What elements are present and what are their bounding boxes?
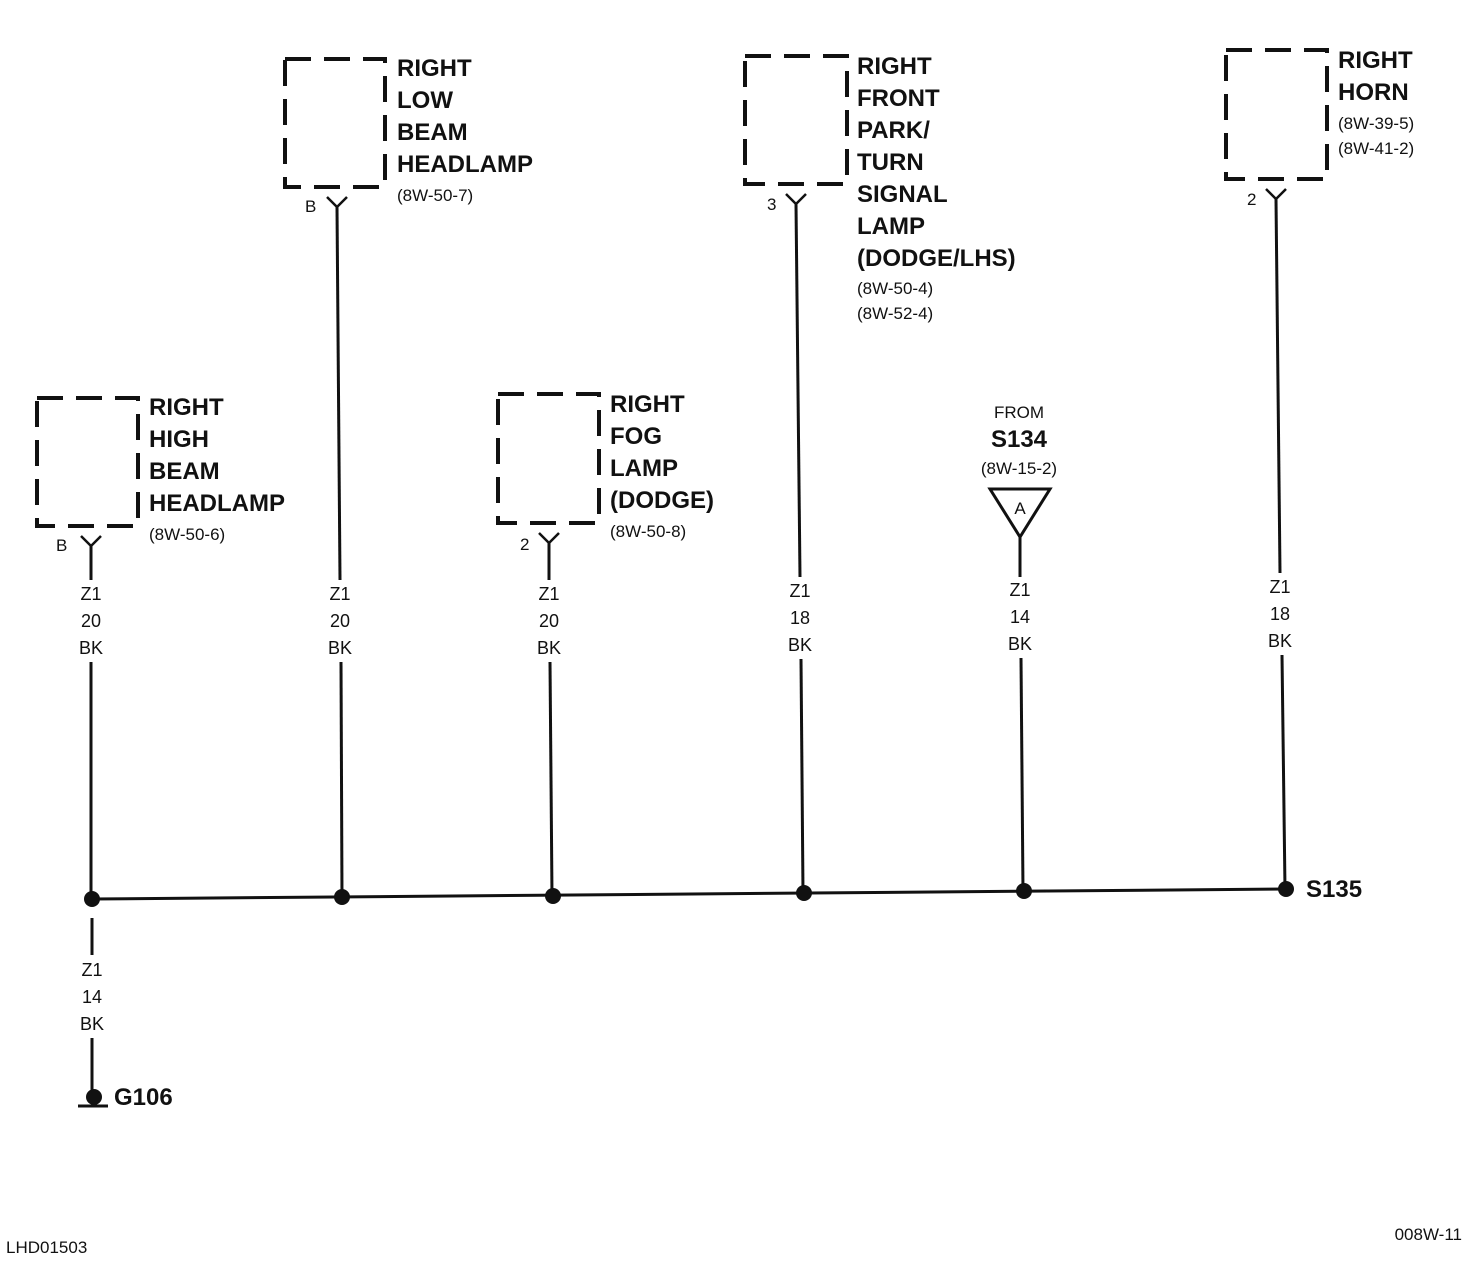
wire-horn-lower — [1280, 654, 1287, 890]
wire-color-label: BK — [328, 638, 352, 658]
splice-node — [334, 889, 350, 905]
component-name-line: (DODGE/LHS) — [857, 245, 1016, 272]
footer-right-code: 008W-11 — [1395, 1225, 1462, 1244]
component-name-line: RIGHT — [397, 55, 472, 82]
wire-circuit-label: Z1 — [81, 960, 102, 980]
wire-s134-lower — [1019, 657, 1025, 892]
pin-label: 2 — [1247, 190, 1256, 209]
page-reference: (8W-50-7) — [397, 186, 473, 205]
footer-left-code: LHD01503 — [6, 1238, 87, 1257]
component-right-horn: RIGHT HORN (8W-39-5) (8W-41-2) — [1224, 47, 1414, 181]
component-name-line: RIGHT — [149, 394, 224, 421]
wire-horn-upper — [1274, 198, 1282, 574]
from-label: FROM — [994, 403, 1044, 422]
wire-color-label: BK — [1268, 631, 1292, 651]
component-name-line: HORN — [1338, 79, 1409, 106]
wire-color-label: BK — [788, 635, 812, 655]
wire-low-beam-lower — [339, 661, 344, 898]
wire-circuit-label: Z1 — [789, 581, 810, 601]
component-name-line: (DODGE) — [610, 487, 714, 514]
component-name-line: HEADLAMP — [397, 151, 533, 178]
splice-node — [545, 888, 561, 904]
component-name-line: HIGH — [149, 426, 209, 453]
pin-label: 3 — [767, 195, 776, 214]
s135-splice-label: S135 — [1306, 876, 1362, 903]
page-reference: (8W-50-6) — [149, 525, 225, 544]
wire-gauge-label: 14 — [1010, 607, 1030, 627]
wire-low-beam-upper — [335, 206, 342, 581]
component-name-line: PARK/ — [857, 117, 930, 144]
component-name-line: BEAM — [149, 458, 220, 485]
splice-node — [1278, 881, 1294, 897]
g106-ground-label: G106 — [114, 1084, 173, 1111]
wire-gauge-label: 20 — [539, 611, 559, 631]
connector-cavity-label: A — [1014, 499, 1026, 518]
wire-gauge-label: 18 — [790, 608, 810, 628]
component-name-line: RIGHT — [610, 391, 685, 418]
component-name-line: TURN — [857, 149, 924, 176]
component-box — [283, 57, 387, 189]
ground-bus-wire — [91, 887, 1287, 901]
pin-label: B — [305, 197, 316, 216]
wire-park-turn-upper — [794, 203, 802, 578]
component-right-fog-lamp: RIGHT FOG LAMP (DODGE) (8W-50-8) — [496, 391, 714, 541]
component-name-line: RIGHT — [857, 53, 932, 80]
component-box — [35, 396, 140, 528]
s134-splice-label: S134 — [991, 426, 1048, 453]
wire-park-turn-lower — [799, 658, 805, 894]
component-name-line: FRONT — [857, 85, 940, 112]
splice-node — [84, 891, 100, 907]
page-reference: (8W-52-4) — [857, 304, 933, 323]
page-reference: (8W-50-8) — [610, 522, 686, 541]
wire-fog-lower — [548, 661, 554, 897]
component-name-line: LAMP — [857, 213, 925, 240]
connector-pin-symbol — [80, 535, 102, 548]
inline-connector-triangle — [987, 487, 1053, 540]
wire-circuit-label: Z1 — [1269, 577, 1290, 597]
page-reference: (8W-50-4) — [857, 279, 933, 298]
pin-label: 2 — [520, 535, 529, 554]
component-name-line: SIGNAL — [857, 181, 948, 208]
wire-color-label: BK — [79, 638, 103, 658]
component-name-line: LAMP — [610, 455, 678, 482]
page-reference: (8W-15-2) — [981, 459, 1057, 478]
connector-pin-symbol — [326, 196, 348, 209]
connector-pin-symbol — [538, 532, 560, 545]
wire-gauge-label: 18 — [1270, 604, 1290, 624]
component-name-line: FOG — [610, 423, 662, 450]
wire-circuit-label: Z1 — [1009, 580, 1030, 600]
component-right-low-beam-headlamp: RIGHT LOW BEAM HEADLAMP (8W-50-7) — [283, 55, 533, 205]
connector-pin-symbol — [785, 193, 807, 206]
component-right-high-beam-headlamp: RIGHT HIGH BEAM HEADLAMP (8W-50-6) — [35, 394, 285, 544]
component-right-front-park-turn-signal-lamp: RIGHT FRONT PARK/ TURN SIGNAL LAMP (DODG… — [743, 53, 1016, 323]
component-name-line: RIGHT — [1338, 47, 1413, 74]
page-reference: (8W-39-5) — [1338, 114, 1414, 133]
splice-node — [796, 885, 812, 901]
wire-circuit-label: Z1 — [538, 584, 559, 604]
component-box — [1224, 48, 1329, 181]
ground-icon — [78, 1089, 108, 1108]
component-name-line: HEADLAMP — [149, 490, 285, 517]
component-name-line: BEAM — [397, 119, 468, 146]
wire-color-label: BK — [537, 638, 561, 658]
wire-circuit-label: Z1 — [80, 584, 101, 604]
pin-label: B — [56, 536, 67, 555]
wire-circuit-label: Z1 — [329, 584, 350, 604]
page-reference: (8W-41-2) — [1338, 139, 1414, 158]
wire-color-label: BK — [1008, 634, 1032, 654]
wire-gauge-label: 14 — [82, 987, 102, 1007]
wire-gauge-label: 20 — [81, 611, 101, 631]
wire-color-label: BK — [80, 1014, 104, 1034]
component-box — [743, 54, 849, 186]
splice-node — [1016, 883, 1032, 899]
s134-source: FROM S134 (8W-15-2) A — [981, 403, 1057, 540]
component-box — [496, 392, 601, 525]
component-name-line: LOW — [397, 87, 453, 114]
wire-gauge-label: 20 — [330, 611, 350, 631]
connector-pin-symbol — [1265, 188, 1287, 201]
